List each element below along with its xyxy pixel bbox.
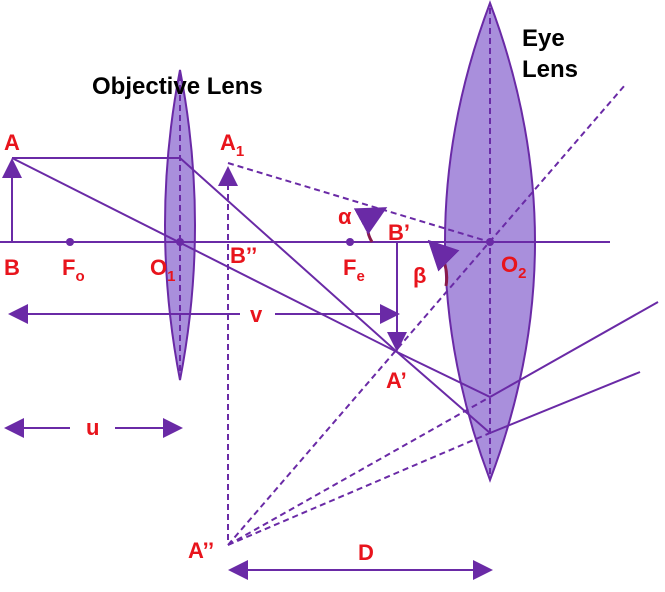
label-A: A	[4, 130, 20, 155]
label-B: B	[4, 255, 20, 280]
label-B-prime: B’	[388, 220, 410, 245]
ray-to-eye-lens-2	[396, 351, 491, 434]
label-O2: O2	[501, 252, 526, 282]
label-Fe: Fe	[343, 255, 365, 285]
label-beta: β	[413, 263, 426, 288]
label-A-prime: A’	[386, 368, 407, 393]
ray-to-eye-lens-1	[396, 351, 491, 398]
emergent-ray-1	[489, 301, 659, 398]
objective-lens-title: Objective Lens	[92, 73, 263, 100]
center-o2	[486, 238, 494, 246]
alpha-arc	[353, 207, 388, 243]
focal-point-fe	[346, 238, 354, 246]
label-A-double: A’’	[188, 538, 214, 563]
virtual-extension-1	[227, 396, 491, 546]
label-alpha: α	[338, 204, 352, 229]
label-A1: A1	[220, 130, 244, 160]
beta-arc	[427, 239, 460, 287]
label-D: D	[358, 540, 374, 565]
label-v: v	[250, 302, 263, 327]
label-Fo: Fo	[62, 255, 85, 285]
label-O1: O1	[150, 255, 175, 285]
virtual-extension-2	[227, 432, 491, 546]
a1-to-o2-line	[227, 162, 491, 243]
central-ray	[11, 157, 398, 353]
label-u: u	[86, 415, 99, 440]
label-B-double: B’’	[230, 243, 257, 268]
center-o1	[176, 238, 184, 246]
parallel-ray	[12, 157, 398, 353]
focal-point-fo	[66, 238, 74, 246]
emergent-ray-2	[489, 371, 641, 434]
virtual-extension-3	[227, 84, 626, 546]
eye-lens-title-line1: Eye	[522, 25, 565, 52]
eye-lens-title-line2: Lens	[522, 56, 578, 83]
